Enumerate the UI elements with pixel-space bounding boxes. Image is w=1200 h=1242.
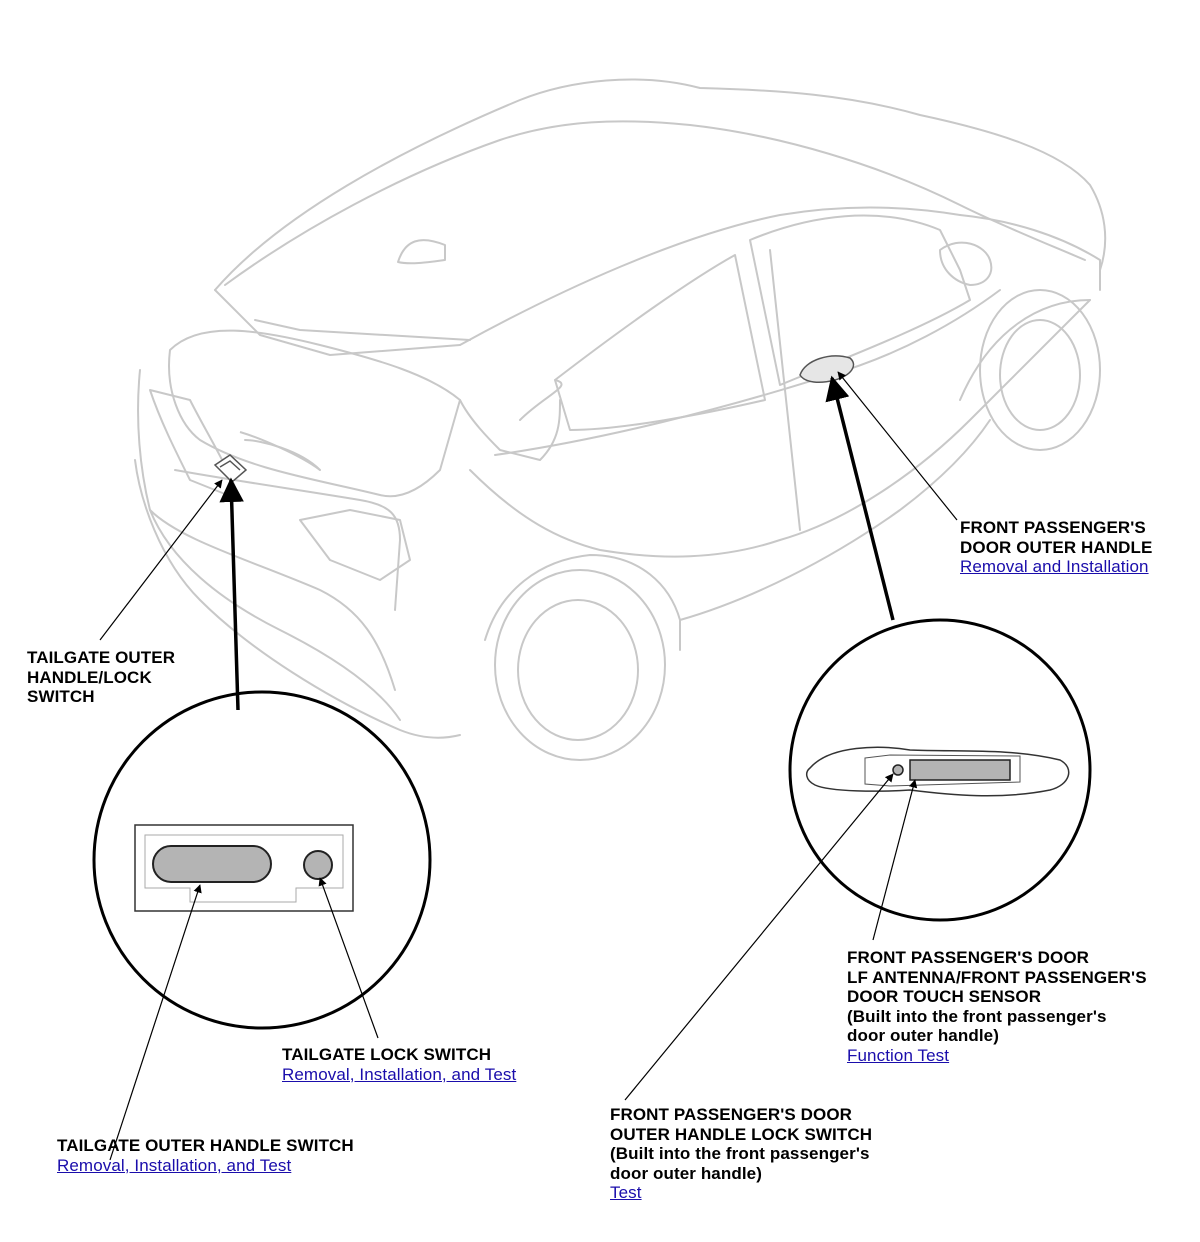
label-line: SWITCH	[27, 687, 95, 706]
label-line: DOOR OUTER HANDLE	[960, 537, 1153, 557]
label-line: door outer handle)	[847, 1026, 999, 1045]
label-line: (Built into the front passenger's	[610, 1144, 870, 1163]
label-line: DOOR TOUCH SENSOR	[847, 987, 1042, 1006]
function-test-link[interactable]: Function Test	[847, 1045, 950, 1065]
touch-sensor-part	[909, 759, 1011, 781]
vehicle-outline	[134, 78, 1107, 761]
label-line: FRONT PASSENGER'S	[960, 518, 1146, 537]
door-lock-switch-part	[892, 764, 904, 776]
removal-installation-link[interactable]: Removal and Installation	[960, 557, 1149, 576]
tailgate-outer-handle-switch-part	[152, 845, 272, 883]
label-line: door outer handle)	[610, 1163, 762, 1183]
label-front-door-outer-handle: FRONT PASSENGER'S DOOR OUTER HANDLE Remo…	[960, 518, 1152, 577]
label-front-door-lock-switch: FRONT PASSENGER'S DOOR OUTER HANDLE LOCK…	[610, 1105, 872, 1203]
label-tailgate-outer-handle-switch: TAILGATE OUTER HANDLE SWITCH Removal, In…	[57, 1136, 354, 1175]
door-handle-magnifier	[788, 618, 1092, 922]
label-line: OUTER HANDLE LOCK SWITCH	[610, 1124, 873, 1144]
label-tailgate-lock-switch: TAILGATE LOCK SWITCH Removal, Installati…	[282, 1045, 516, 1084]
label-line: FRONT PASSENGER'S DOOR	[610, 1105, 853, 1124]
removal-installation-test-link[interactable]: Removal, Installation, and Test	[282, 1064, 517, 1084]
label-line: LF ANTENNA/FRONT PASSENGER'S	[847, 967, 1147, 987]
removal-installation-test-link[interactable]: Removal, Installation, and Test	[57, 1155, 292, 1175]
label-line: (Built into the front passenger's	[847, 1006, 1107, 1026]
label-line: HANDLE/LOCK	[27, 667, 152, 687]
tailgate-handle-part	[213, 454, 248, 484]
tailgate-magnifier	[92, 690, 432, 1030]
leader-lines	[99, 371, 958, 1161]
label-line: TAILGATE OUTER HANDLE SWITCH	[57, 1136, 354, 1155]
label-line: FRONT PASSENGER'S DOOR	[847, 948, 1090, 967]
tailgate-lock-switch-part	[303, 850, 333, 880]
door-handle-part	[799, 355, 855, 384]
label-line: TAILGATE OUTER	[27, 648, 176, 667]
magnifier-arrows	[219, 375, 895, 711]
test-link[interactable]: Test	[610, 1183, 642, 1202]
label-tailgate-outer-handle-lock-switch: TAILGATE OUTER HANDLE/LOCK SWITCH	[27, 648, 175, 707]
label-lf-antenna-touch-sensor: FRONT PASSENGER'S DOOR LF ANTENNA/FRONT …	[847, 948, 1147, 1065]
label-line: TAILGATE LOCK SWITCH	[282, 1045, 492, 1064]
tailgate-garnish	[239, 431, 321, 471]
